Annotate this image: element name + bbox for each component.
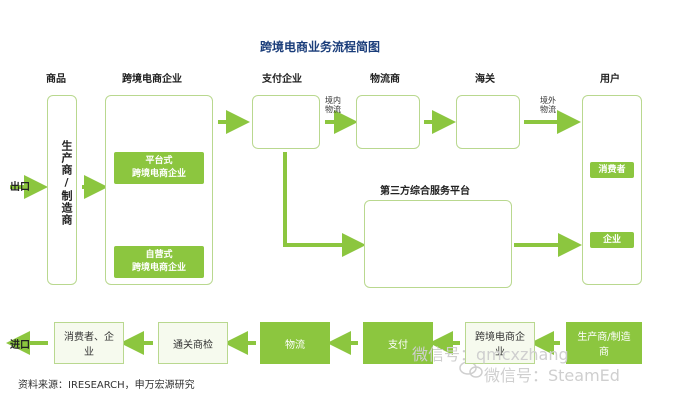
column-header-payment: 支付企业	[262, 74, 302, 85]
import-payment-box: 支付	[363, 322, 433, 364]
column-header-logistics: 物流商	[370, 74, 400, 85]
column-header-user: 用户	[600, 74, 620, 85]
column-header-customs: 海关	[475, 74, 495, 85]
import-customs-inspection-box: 通关商检	[158, 322, 228, 364]
arrow-payment-to-platform	[283, 152, 366, 257]
self-operated-type-badge: 自营式 跨境电商企业	[114, 246, 204, 278]
platform-type-badge: 平台式 跨境电商企业	[114, 152, 204, 184]
payment-box	[252, 95, 320, 149]
column-header-ecommerce: 跨境电商企业	[122, 74, 182, 85]
overseas-logistics-label: 境外 物流	[540, 96, 556, 114]
row-label-import: 进口	[10, 340, 30, 351]
source-note: 资料来源：IRESEARCH，申万宏源研究	[18, 380, 195, 391]
column-header-goods: 商品	[46, 74, 66, 85]
third-party-platform-title: 第三方综合服务平台	[380, 186, 470, 197]
domestic-logistics-label: 境内 物流	[325, 96, 341, 114]
diagram-title: 跨境电商业务流程简图	[260, 40, 381, 54]
import-consumer-enterprise-box: 消费者、企 业	[54, 322, 124, 364]
enterprise-badge: 企业	[590, 232, 634, 248]
third-party-platform-box	[364, 200, 512, 288]
watermark-secondary: 微信号：qmcxzhang	[412, 345, 569, 364]
producer-box	[47, 95, 77, 285]
consumer-badge: 消费者	[590, 162, 634, 178]
user-box	[582, 95, 642, 285]
producer-label: 生产商/制造商	[60, 140, 73, 226]
import-ecommerce-box: 跨境电商企 业	[465, 322, 535, 364]
import-logistics-box: 物流	[260, 322, 330, 364]
watermark: 微信号：SteamEd	[484, 366, 620, 385]
logistics-box	[356, 95, 420, 149]
import-producer-box: 生产商/制造 商	[566, 322, 642, 364]
customs-box	[456, 95, 520, 149]
row-label-export: 出口	[10, 182, 30, 193]
